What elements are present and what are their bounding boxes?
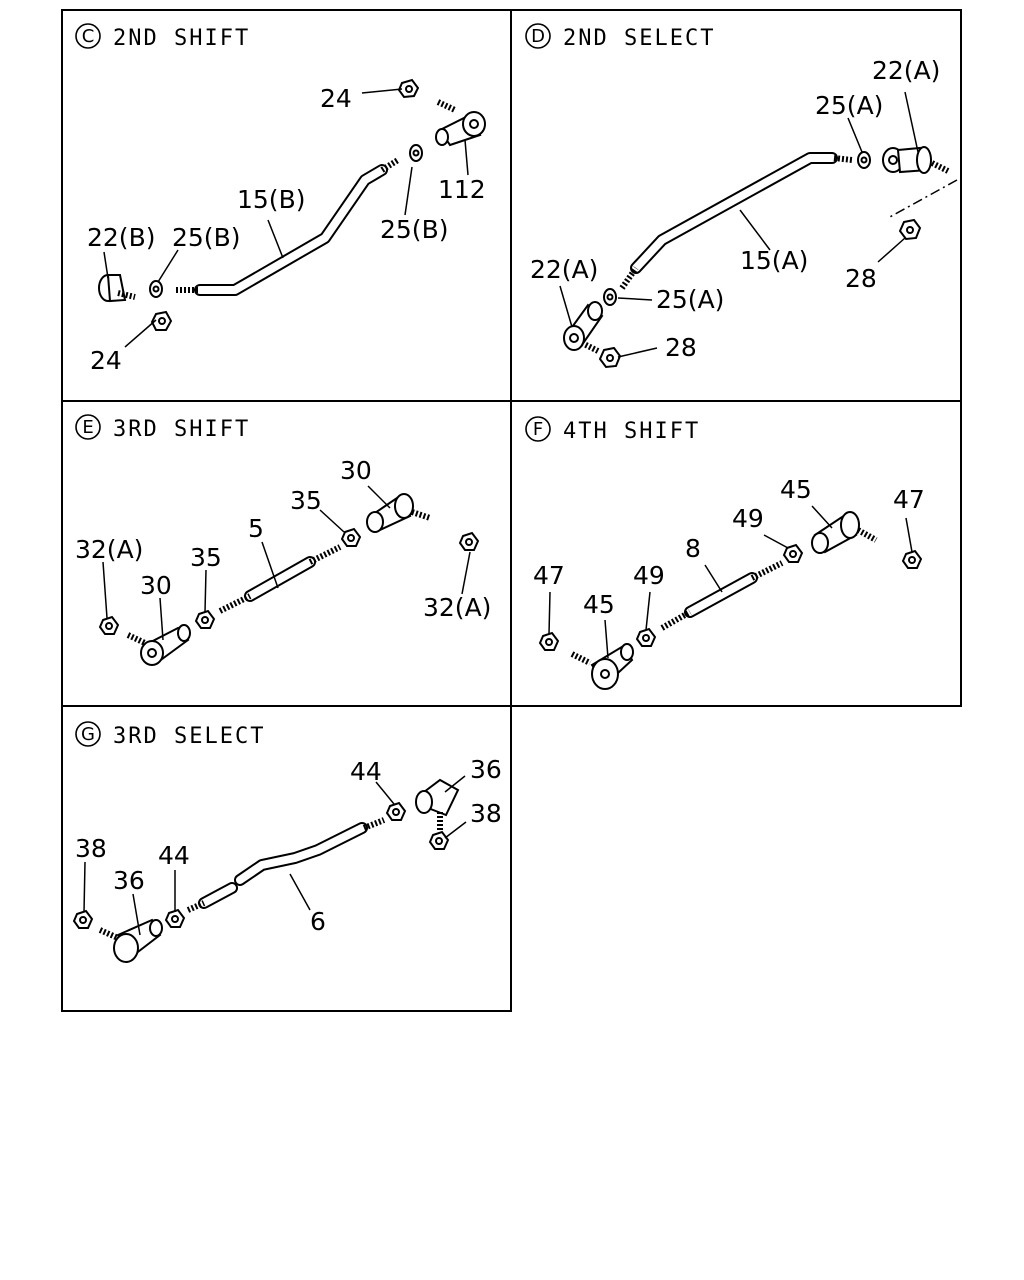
- panel-c-ball-joint-right: [435, 99, 486, 147]
- panel-d-badge-letter: D: [531, 26, 545, 47]
- panel-d-header: D 2ND SELECT: [525, 23, 715, 51]
- panel-f-label-47-top: 47: [893, 485, 925, 514]
- panel-g-badge: [75, 721, 101, 747]
- panel-g-label-38-left: 38: [75, 834, 107, 863]
- panel-f-label-49-left: 49: [633, 561, 665, 590]
- panel-c-label-25b-right: 25(B): [380, 215, 448, 244]
- panel-g-badge-letter: G: [81, 724, 95, 745]
- panel-g-label-36-right: 36: [470, 755, 502, 784]
- panel-f-label-45-left: 45: [583, 590, 615, 619]
- panel-f-label-8: 8: [685, 534, 701, 563]
- panel-c: C 2ND SHIFT: [75, 23, 486, 375]
- panel-c-label-15b: 15(B): [237, 185, 305, 214]
- panel-c-label-112: 112: [438, 175, 486, 204]
- panel-e-title: 3RD SHIFT: [113, 417, 250, 442]
- panel-e-rod-end-left: [126, 624, 191, 666]
- panel-c-badge-letter: C: [82, 26, 95, 47]
- panel-d-label-28-bottom: 28: [665, 333, 697, 362]
- panel-g-label-44-right: 44: [350, 757, 382, 786]
- panel-g-title: 3RD SELECT: [113, 724, 265, 749]
- panel-d: D 2ND SELECT: [525, 23, 958, 369]
- panel-e-label-32a-left: 32(A): [75, 535, 143, 564]
- panel-d-label-22a-bottom: 22(A): [530, 255, 598, 284]
- panel-g: G 3RD SELECT: [72, 721, 502, 963]
- panel-f-badge: [525, 416, 551, 442]
- panel-d-badge: [525, 23, 551, 49]
- panel-g-ball-joint-left: [98, 918, 163, 963]
- panel-f-rod-end-right: [811, 511, 878, 554]
- panel-g-label-36-left: 36: [113, 866, 145, 895]
- panel-g-label-38-right: 38: [470, 799, 502, 828]
- panel-d-ball-joint-upper: [882, 146, 950, 174]
- panel-d-label-22a-top: 22(A): [872, 56, 940, 85]
- panel-d-label-15a: 15(A): [740, 246, 808, 275]
- panel-c-label-25b-left: 25(B): [172, 223, 240, 252]
- panel-c-nut-lower: [150, 310, 173, 331]
- panel-c-header: C 2ND SHIFT: [75, 23, 250, 51]
- panel-e-label-30-top: 30: [340, 456, 372, 485]
- panel-c-ball-joint-left: [98, 274, 136, 303]
- panel-d-label-25a-top: 25(A): [815, 91, 883, 120]
- panel-f-label-49-top: 49: [732, 504, 764, 533]
- panel-d-title: 2ND SELECT: [563, 26, 715, 51]
- panel-e: E 3RD SHIFT: [75, 414, 491, 666]
- panel-e-label-32a-right: 32(A): [423, 593, 491, 622]
- panel-f-badge-letter: F: [533, 419, 543, 440]
- panel-c-nut-upper: [397, 78, 420, 99]
- panel-d-nut-upper: [898, 218, 922, 241]
- panel-e-label-5: 5: [248, 514, 264, 543]
- panel-g-label-44-left: 44: [158, 841, 190, 870]
- panel-g-label-6: 6: [310, 907, 326, 936]
- panel-f-title: 4TH SHIFT: [563, 419, 700, 444]
- panel-c-title: 2ND SHIFT: [113, 26, 250, 51]
- panel-f-label-47-left: 47: [533, 561, 565, 590]
- panel-e-label-35-top: 35: [290, 486, 322, 515]
- panel-e-badge: [75, 414, 101, 440]
- panel-g-header: G 3RD SELECT: [75, 721, 265, 749]
- panel-e-label-35-left: 35: [190, 543, 222, 572]
- panel-e-badge-letter: E: [82, 417, 93, 438]
- panel-d-ball-joint-lower: [563, 301, 604, 354]
- panel-d-label-25a-bottom: 25(A): [656, 285, 724, 314]
- panel-f-label-45-top: 45: [780, 475, 812, 504]
- panel-d-label-28-top: 28: [845, 264, 877, 293]
- panel-e-header: E 3RD SHIFT: [75, 414, 250, 442]
- panel-e-rod-end-right: [366, 493, 431, 533]
- panel-c-label-24-top: 24: [320, 84, 352, 113]
- panel-f-header: F 4TH SHIFT: [525, 416, 700, 444]
- panel-e-label-30-left: 30: [140, 571, 172, 600]
- panel-c-badge: [75, 23, 101, 49]
- panel-f-rod-end-left: [570, 643, 634, 690]
- panel-f-frame: [510, 400, 962, 707]
- panel-d-nut-lower: [598, 346, 622, 369]
- panel-g-frame: [61, 705, 512, 1012]
- panel-c-label-22b: 22(B): [87, 223, 155, 252]
- panel-f: F 4TH SHIFT: [525, 416, 925, 690]
- panel-c-label-24-bottom: 24: [90, 346, 122, 375]
